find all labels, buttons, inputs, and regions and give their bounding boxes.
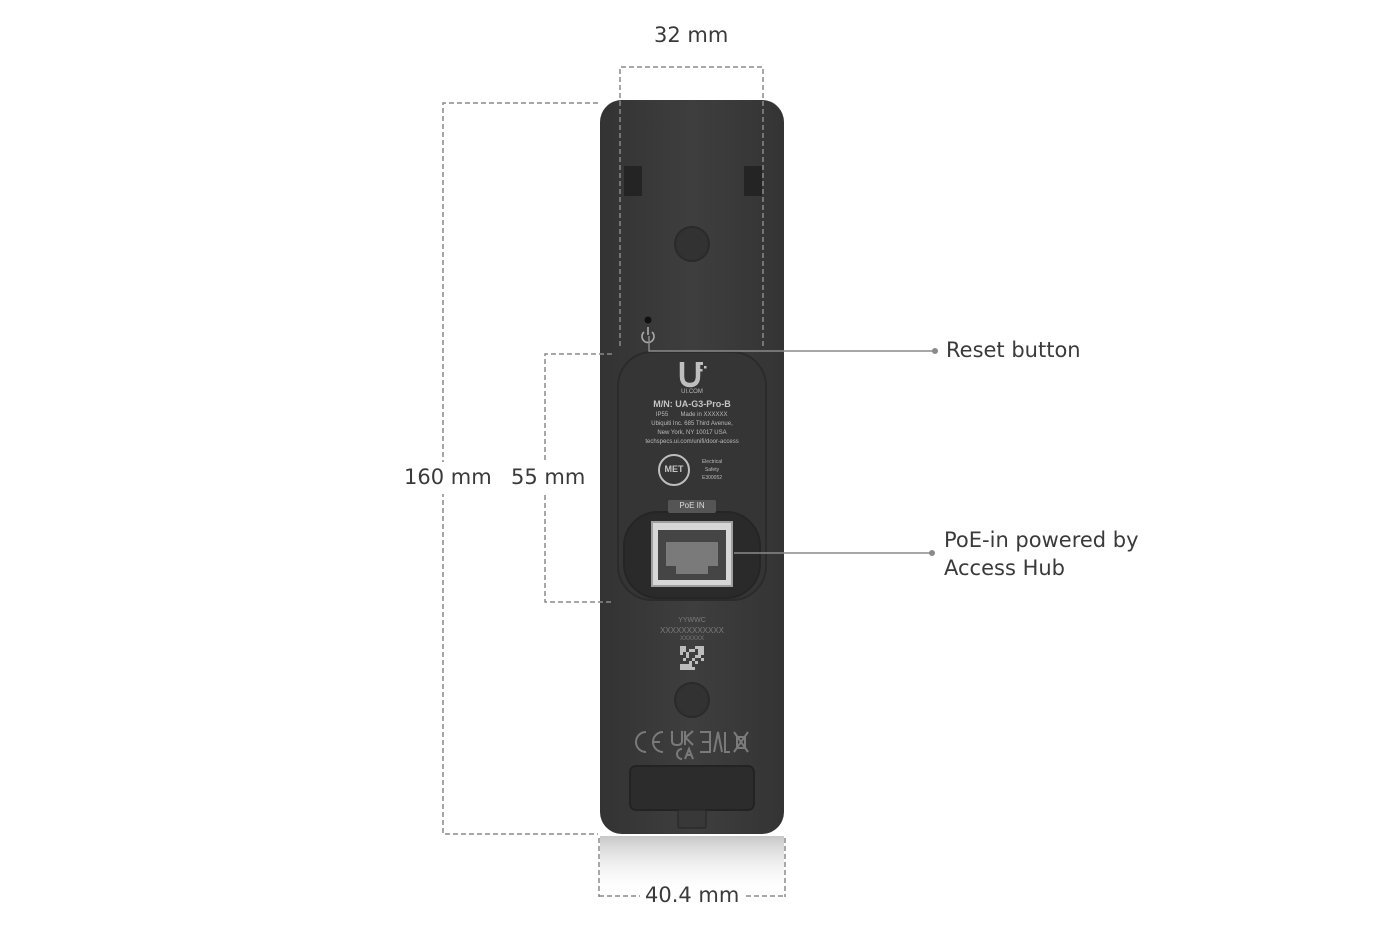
reset-pinhole [644,316,652,324]
compliance-marks [635,730,749,760]
reset-icon [641,327,655,344]
reset-callout-dot [932,348,938,354]
label-rating: IP55 [655,412,669,418]
serial-line2: XXXXXXXXXXXX [659,626,725,635]
label-brand: UI.COM [681,389,703,395]
dim-label-height: 55 mm [511,465,586,489]
qr-code [680,646,704,670]
poe-tag [668,500,716,513]
rj45-clip [666,542,718,574]
label-made-in: Made in XXXXXX [680,412,728,418]
poe-tag-text: PoE IN [679,501,705,510]
ubiquiti-logo [679,362,707,388]
screw-hole-top [674,226,710,262]
serial-line1: YYWWC [678,617,706,624]
label-model: M/N: UA-G3-Pro-B [653,399,731,409]
screw-hole-bottom [674,682,710,718]
label-safety3: E300052 [701,475,723,481]
label-safety2: Safety [704,467,720,473]
callout-poe-line1: PoE-in powered by [944,528,1139,552]
dim-bottom-width: 40.4 mm [645,883,740,907]
mount-slot-right [744,166,762,196]
serial-line3: XXXXXX [679,636,704,642]
met-logo [658,454,690,486]
device-reflection [600,836,784,896]
poe-callout-dot [929,550,935,556]
dim-total-height: 160 mm [404,465,492,489]
mount-slot-left [624,166,642,196]
label-safety1: Electrical [701,459,723,465]
callout-reset-button: Reset button [946,338,1081,362]
label-url: techspecs.ui.com/unifi/door-access [645,439,739,445]
cable-slot [629,765,755,811]
dim-top-width: 32 mm [654,23,729,47]
callout-poe-line2: Access Hub [944,556,1065,580]
cable-slot-notch [677,809,707,829]
label-address1: Ubiquiti Inc. 685 Third Avenue, [651,421,733,427]
label-address2: New York, NY 10017 USA [657,430,727,436]
callout-leaders [648,336,934,554]
met-logo-text: MET [664,464,684,474]
